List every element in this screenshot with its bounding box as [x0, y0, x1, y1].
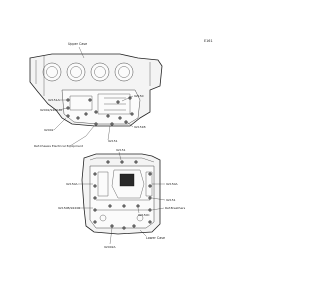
- lower-crankcase: [81, 153, 161, 235]
- ref-chassis-electrical-equipment: Ref.Chassis Electrical Equipment: [34, 144, 84, 148]
- cylinder-bores: [42, 62, 134, 82]
- ref-breathers: Ref.Breathers: [165, 206, 186, 210]
- callout-92150a-right: 92150A: [166, 182, 179, 186]
- upper-callouts: 92150 92151A 92002/92002A 92002 92151B R…: [34, 94, 146, 148]
- callout-92002-92002a: 92002/92002A: [40, 108, 63, 112]
- callout-92150: 92150: [134, 94, 144, 98]
- lower-callouts: 92151 92150A 92150B/92200 92150A 92151 R…: [58, 148, 186, 249]
- callout-92151-upper: 92151: [108, 139, 118, 143]
- upper-case-bolts: [66, 96, 134, 126]
- crankcase-bolt-pattern-diagram: E161: [29, 39, 213, 249]
- lower-case-label: Lower Case: [146, 236, 165, 240]
- diagram-canvas: E161: [29, 39, 213, 249]
- oil-pan-window: [111, 169, 145, 199]
- upper-case-label: Upper Case: [68, 42, 87, 46]
- callout-92002: 92002: [44, 128, 54, 132]
- callout-92151-lower-top: 92151: [116, 148, 126, 152]
- lower-case-bolts: [93, 160, 152, 230]
- callout-92151b: 92151B: [134, 125, 146, 129]
- upper-crankcase: [29, 53, 163, 127]
- callout-92150c: 92150C: [138, 213, 150, 217]
- callout-92150a-left: 92150A: [66, 182, 79, 186]
- diagram-code: E161: [204, 39, 213, 43]
- callout-92150b-92200: 92150B/92200: [58, 206, 80, 210]
- callout-92151a: 92151A: [48, 98, 61, 102]
- callout-92151-right: 92151: [166, 198, 176, 202]
- callout-92002a: 92002A: [104, 245, 117, 249]
- oil-screen: [119, 173, 135, 187]
